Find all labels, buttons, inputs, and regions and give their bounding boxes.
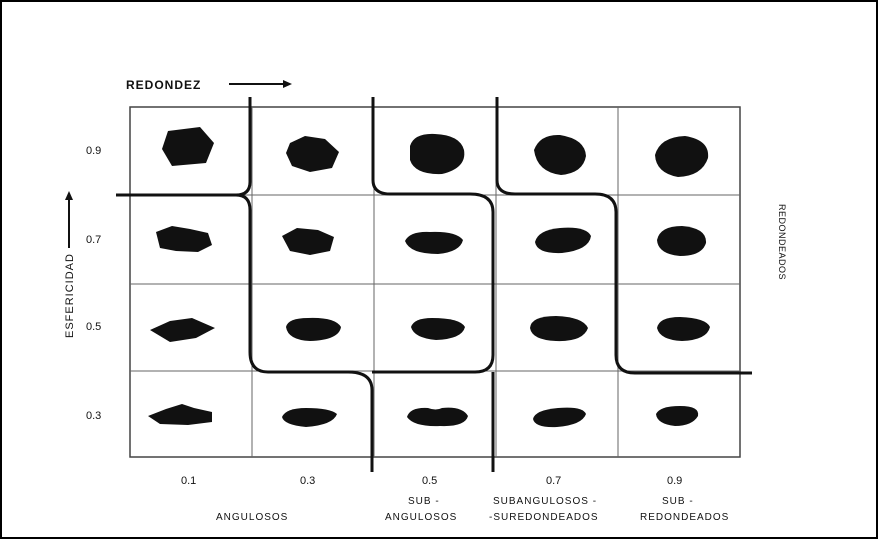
grain-r09-c01: [162, 127, 214, 166]
grain-r07-c09: [657, 226, 707, 256]
class-subangulosos-line1: SUBANGULOSOS -: [493, 496, 598, 507]
esfericidad-arrow-head: [65, 191, 73, 200]
col-tick-0.3: 0.3: [300, 475, 316, 487]
col-tick-0.9: 0.9: [667, 475, 683, 487]
grain-r07-c01: [156, 226, 212, 252]
grain-r09-c07: [534, 134, 586, 175]
redondeados-side-label: REDONDEADOS: [777, 203, 787, 280]
grain-r05-c07: [530, 316, 588, 342]
row-tick-0.7: 0.7: [86, 234, 102, 246]
grain-r03-c07: [533, 407, 586, 428]
col-tick-0.1: 0.1: [181, 475, 197, 487]
grain-r05-c03: [286, 317, 341, 341]
boundary-curve-1: [116, 97, 374, 472]
row-tick-0.3: 0.3: [86, 410, 102, 422]
row-tick-0.5: 0.5: [86, 321, 102, 333]
grain-r09-c09: [655, 136, 709, 177]
class-sub-redondeados-line1: SUB -: [662, 496, 694, 507]
grain-r03-c09: [656, 406, 699, 426]
redondez-label: REDONDEZ: [126, 78, 202, 92]
grain-r07-c07: [535, 227, 591, 254]
grain-r03-c03: [282, 408, 337, 427]
grain-r07-c05: [405, 231, 463, 254]
grain-r03-c01: [148, 404, 212, 425]
boundary-curve-3: [491, 97, 752, 472]
grain-r05-c09: [657, 317, 710, 341]
grain-r07-c03: [282, 228, 334, 255]
grain-r05-c05: [411, 318, 465, 340]
grain-r03-c05: [407, 407, 468, 427]
class-sub-angulosos-line2: ANGULOSOS: [385, 512, 458, 523]
boundary-curve-2: [371, 97, 495, 374]
class-subangulosos-line2: -SUREDONDEADOS: [489, 512, 599, 523]
class-sub-angulosos-line1: SUB -: [408, 496, 440, 507]
redondez-arrow-head: [283, 80, 292, 88]
esfericidad-label: ESFERICIDAD: [64, 253, 76, 338]
grain-r09-c05: [410, 133, 465, 175]
class-sub-redondeados-line2: REDONDEADOS: [640, 512, 730, 523]
grain-r05-c01: [150, 318, 215, 342]
grid-border: [129, 106, 741, 458]
grain-r09-c03: [286, 136, 339, 172]
col-tick-0.7: 0.7: [546, 475, 562, 487]
col-tick-0.5: 0.5: [422, 475, 438, 487]
class-angulosos: ANGULOSOS: [216, 512, 289, 523]
row-tick-0.9: 0.9: [86, 145, 102, 157]
